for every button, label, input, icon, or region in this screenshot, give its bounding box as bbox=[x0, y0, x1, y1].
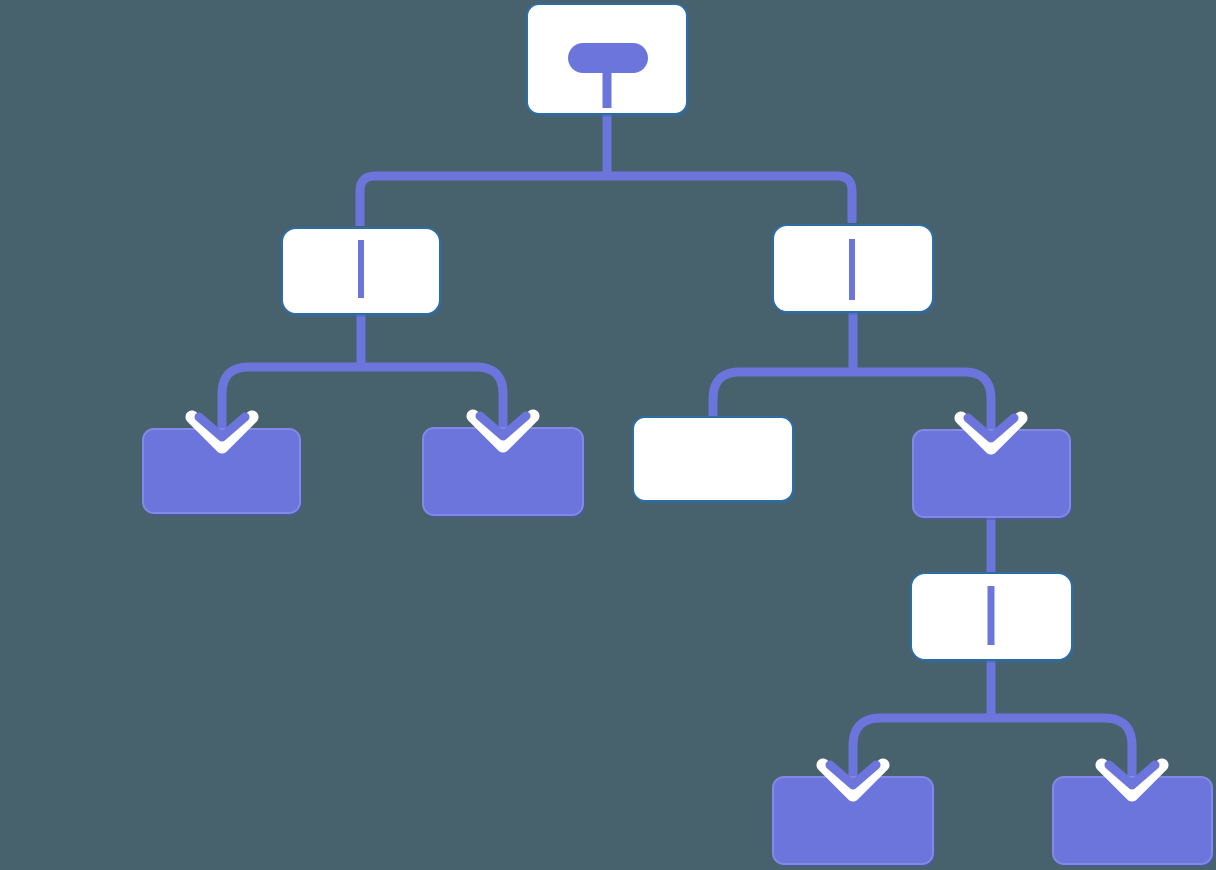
chevron-arrow-icon bbox=[475, 411, 531, 441]
edge-left-split bbox=[217, 362, 508, 436]
chevron-arrow-outer-icon bbox=[816, 758, 890, 802]
chevron-arrow-outer-icon bbox=[185, 410, 259, 454]
flowchart-node-leaf-bottom-2 bbox=[1052, 776, 1213, 865]
edge-bottom-split bbox=[848, 713, 1137, 784]
edge-top-split bbox=[355, 171, 857, 226]
flowchart-node-leaf-bottom-1 bbox=[772, 776, 934, 865]
chevron-arrow-icon bbox=[194, 412, 250, 442]
chevron-arrow-outer-icon bbox=[1095, 758, 1169, 802]
chevron-arrow-outer-icon bbox=[466, 409, 540, 453]
chevron-arrow-icon bbox=[963, 413, 1019, 443]
arrow-layer bbox=[185, 409, 1169, 802]
start-pill bbox=[568, 43, 648, 73]
edge-right-split bbox=[708, 367, 996, 437]
flowchart-node-node-right-target bbox=[912, 429, 1071, 518]
flowchart-node-leaf-left-1 bbox=[142, 428, 301, 514]
node-layer bbox=[142, 3, 1214, 867]
flowchart-node-node-right-plain bbox=[632, 416, 794, 502]
chevron-arrow-icon bbox=[1104, 760, 1160, 790]
flowchart-node-leaf-left-2 bbox=[422, 427, 584, 516]
chevron-arrow-outer-icon bbox=[954, 411, 1028, 455]
connector-layer bbox=[217, 112, 1137, 784]
chevron-arrow-icon bbox=[825, 760, 881, 790]
